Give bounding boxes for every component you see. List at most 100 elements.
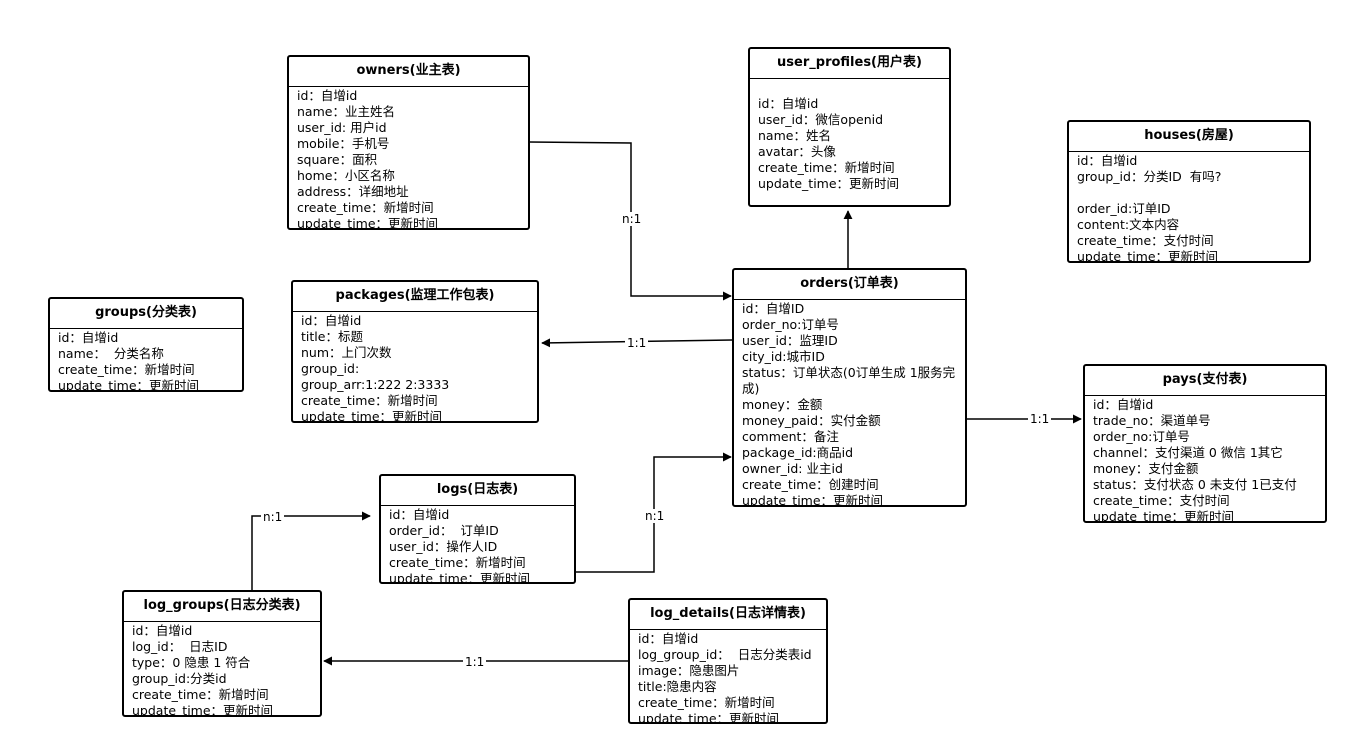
entity-field: update_time：更新时间 [389,571,531,584]
entity-field: name：姓名 [758,128,831,143]
entity-field: money：金额 [742,397,823,412]
entity-field: group_id:分类id [132,671,227,686]
connector-log-groups-logs [251,511,371,590]
entity-field: group_id：分类ID 有吗? [1077,169,1222,184]
entity-title: groups(分类表) [50,299,242,329]
entity-field: create_time：创建时间 [742,477,879,492]
entity-title: logs(日志表) [381,476,574,506]
entity-field: name：业主姓名 [297,104,395,119]
entity-title: owners(业主表) [289,57,528,87]
entity-field: update_time：更新时间 [638,711,780,724]
entity-field: id：自增id [758,96,819,111]
entity-field: id：自增id [389,507,450,522]
entity-field: create_time：支付时间 [1093,493,1230,508]
entity-field: owner_id: 业主id [742,461,843,476]
entity-field: create_time：新增时间 [389,555,526,570]
entity-field: update_time：更新时间 [58,378,200,392]
entity-field: square：面积 [297,152,378,167]
entity-title: user_profiles(用户表) [750,49,949,79]
entity-field: num：上门次数 [301,345,392,360]
entity-field: user_id：微信openid [758,112,884,127]
entity-field: update_time：更新时间 [742,493,884,507]
entity-field: money：支付金额 [1093,461,1199,476]
relation-label-log-groups-logs: n:1 [261,510,285,524]
relation-label-logs-orders: n:1 [643,509,667,523]
entity-field: user_id：监理ID [742,333,838,348]
entity-field: city_id:城市ID [742,349,825,364]
entity-field: type：0 隐患 1 符合 [132,655,251,670]
entity-field: create_time：新增时间 [132,687,269,702]
entity-field: update_time：更新时间 [301,409,443,423]
entity-field: id：自增id [301,313,362,328]
entity-field: user_id：操作人ID [389,539,498,554]
entity-field: update_time：更新时间 [297,216,439,230]
entity-field: create_time：新增时间 [638,695,775,710]
entity-title: orders(订单表) [734,270,965,300]
entity-field: content:文本内容 [1077,217,1180,232]
entity-field: id：自增id [1077,153,1138,168]
entity-field: id：自增id [638,631,699,646]
entity-field [1077,185,1309,201]
entity-field: mobile：手机号 [297,136,390,151]
entity-field: update_time：更新时间 [1093,509,1235,523]
entity-field: create_time：新增时间 [297,200,434,215]
entity-field: update_time：更新时间 [1077,249,1219,263]
entity-field: comment：备注 [742,429,839,444]
entity-field: channel：支付渠道 0 微信 1其它 [1093,445,1283,460]
entity-field: id：自增id [1093,397,1154,412]
entity-field: log_id： 日志ID [132,639,228,654]
entity-field: status：支付状态 0 未支付 1已支付 [1093,477,1297,492]
entity-field: group_arr:1:222 2:3333 [301,377,450,392]
entity-field: status：订单状态(0订单生成 1服务完成) [742,365,956,396]
entity-field: update_time：更新时间 [132,703,274,717]
entity-title: log_groups(日志分类表) [124,592,320,622]
entity-field: order_id:订单ID [1077,201,1171,216]
entity-field: create_time：新增时间 [301,393,438,408]
entity-field: package_id:商品id [742,445,854,460]
entity-field: name： 分类名称 [58,346,164,361]
entity-field: id：自增id [132,623,193,638]
entity-field: create_time：支付时间 [1077,233,1214,248]
relation-label-owners-orders: n:1 [620,212,644,226]
entity-field: group_id: [301,361,360,376]
entity-field: id：自增ID [742,301,805,316]
entity-field: trade_no：渠道单号 [1093,413,1211,428]
entity-field: order_no:订单号 [742,317,839,332]
entity-field: image：隐患图片 [638,663,740,678]
relation-label-log-details-log-groups: 1:1 [463,655,487,669]
entity-field: create_time：新增时间 [58,362,195,377]
relation-label-packages-orders: 1:1 [625,336,649,350]
entity-field: log_group_id： 日志分类表id [638,647,812,662]
entity-title: log_details(日志详情表) [630,600,826,630]
entity-field: id：自增id [58,330,119,345]
entity-field: create_time：新增时间 [758,160,895,175]
entity-field: title：标题 [301,329,363,344]
entity-field: id：自增id [297,88,358,103]
entity-field: title:隐患内容 [638,679,717,694]
entity-title: packages(监理工作包表) [293,282,537,312]
entity-title: houses(房屋) [1069,122,1309,152]
entity-field: money_paid：实付金额 [742,413,881,428]
entity-field: user_id: 用户id [297,120,387,135]
entity-field: update_time：更新时间 [758,176,900,191]
relation-label-orders-pays: 1:1 [1028,412,1052,426]
